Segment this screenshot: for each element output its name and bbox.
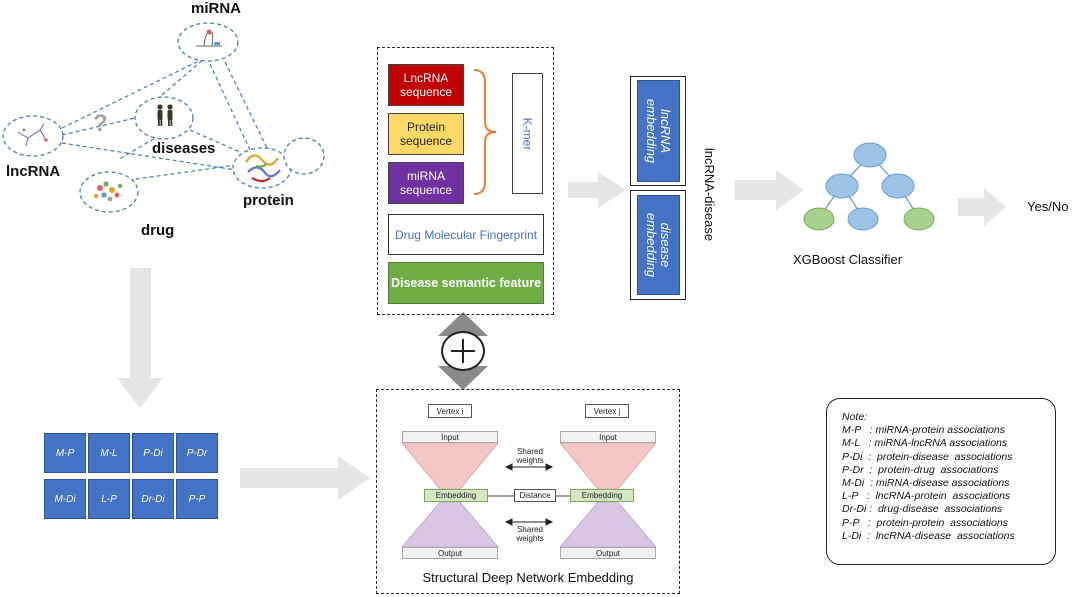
protein-glyph-icon: [245, 154, 281, 183]
output-layer-right: Output: [560, 547, 656, 559]
distance-box: Distance: [514, 489, 556, 502]
note-line: L-P : lncRNA-protein associations: [842, 490, 1011, 503]
sdne-network-graphic: [401, 442, 657, 548]
xgboost-tree-icon: [803, 142, 935, 231]
people-icon: [157, 104, 173, 126]
association-tiles: M-P M-L P-Di P-Dr M-Di L-P Dr-Di P-P: [42, 431, 218, 523]
output-layer-left: Output: [402, 547, 498, 559]
diseases-label: diseases: [152, 140, 216, 157]
protein-sequence-box: Protein sequence: [388, 113, 464, 155]
input-layer-left: Input: [402, 431, 498, 443]
lncrna-embedding-frame: [630, 76, 686, 186]
kmer-bracket: [473, 69, 497, 195]
tile-m-di: M-Di: [44, 479, 86, 519]
sdne-title: Structural Deep Network Embedding: [422, 570, 634, 585]
tile-p-dr: P-Dr: [176, 433, 218, 473]
drug-glyph-icon: [93, 181, 123, 202]
flow-arrows: [117, 170, 1006, 500]
mirna-node: [177, 22, 239, 62]
disease-embedding-box: disease embedding: [637, 195, 680, 295]
note-line: M-P : miRNA-protein associations: [842, 424, 1005, 437]
sdne-panel: [376, 389, 680, 594]
lncrna-embedding-box: lncRNA embedding: [637, 80, 680, 182]
vertex-i-box: Vertex i: [428, 404, 472, 418]
mirna-glyph-icon: [196, 29, 222, 47]
xgboost-label: XGBoost Classifier: [793, 252, 903, 267]
tile-m-l: M-L: [88, 433, 130, 473]
disease-embedding-label: disease embedding: [644, 212, 674, 278]
merge-arrows: [438, 312, 488, 390]
lncrna-label: lncRNA: [6, 163, 61, 180]
lncrna-sequence-box: LncRNA sequence: [388, 64, 464, 106]
output-label: Yes/No: [1027, 199, 1069, 214]
drug-label: drug: [141, 222, 175, 239]
note-box: Note: M-P : miRNA-protein associations M…: [826, 398, 1056, 565]
note-line: L-Di : lncRNA-disease associations: [842, 529, 1015, 542]
note-title: Note:: [842, 411, 868, 423]
note-line: P-Dr : protein-drug associations: [842, 463, 999, 476]
note-line: Dr-Di : drug-disease associations: [842, 503, 1003, 516]
unknown-association-mark: ?: [93, 110, 108, 137]
protein-self-loop: [283, 137, 325, 175]
lncrna-node: [2, 115, 64, 157]
embedding-layer-right: Embedding: [570, 489, 634, 502]
mirna-sequence-box: miRNA sequence: [388, 162, 464, 204]
tile-p-p: P-P: [176, 479, 218, 519]
embedding-layer-left: Embedding: [424, 489, 488, 502]
diseases-node: [134, 96, 194, 140]
lncrna-glyph-icon: [17, 123, 48, 147]
feature-extraction-panel: [377, 47, 554, 315]
tile-m-p: M-P: [44, 433, 86, 473]
tile-p-di: P-Di: [132, 433, 174, 473]
kmer-box: K-mer: [512, 73, 543, 194]
note-line: M-Di : miRNA-disease associations: [842, 477, 1010, 490]
tile-dr-di: Dr-Di: [132, 479, 174, 519]
concat-plus-icon: [441, 331, 485, 371]
disease-embedding-frame: [630, 190, 686, 300]
drug-node: [79, 171, 139, 213]
tile-l-p: L-P: [88, 479, 130, 519]
vertex-j-box: Vertex j: [585, 404, 629, 418]
kmer-label: K-mer: [520, 117, 535, 150]
shared-weights-top: Shared weights: [516, 447, 544, 465]
note-line: M-L : miRNA-lncRNA associations: [842, 437, 1008, 450]
note-line: P-Di : protein-disease associations: [842, 450, 1013, 463]
mirna-label: miRNA: [191, 0, 242, 17]
protein-label: protein: [243, 192, 294, 209]
drug-fingerprint-box: Drug Molecular Fingerprint: [388, 214, 544, 255]
lncrna-disease-pair-label: lncRNA-disease: [702, 147, 718, 241]
disease-semantic-box: Disease semantic feature: [388, 262, 544, 304]
lncrna-embedding-label: lncRNA embedding: [644, 98, 674, 164]
shared-weights-bottom: Shared weights: [516, 525, 544, 543]
pair-label-container: lncRNA-disease: [702, 134, 718, 254]
note-line: P-P : protein-protein associations: [842, 516, 1008, 529]
input-layer-right: Input: [560, 431, 656, 443]
